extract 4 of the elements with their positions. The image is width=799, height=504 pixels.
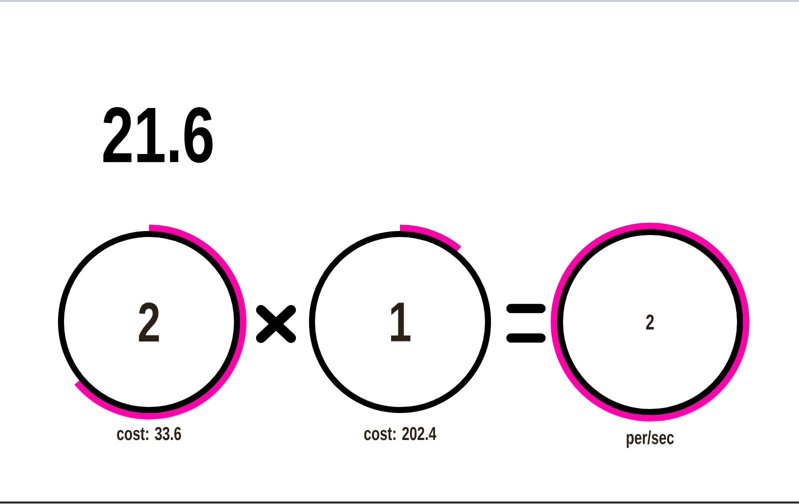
- node-label: cost: 33.6: [117, 426, 181, 440]
- node-label: per/sec: [626, 430, 674, 448]
- total-number: 21.6: [103, 107, 213, 163]
- node-label: cost: 202.4: [364, 426, 436, 440]
